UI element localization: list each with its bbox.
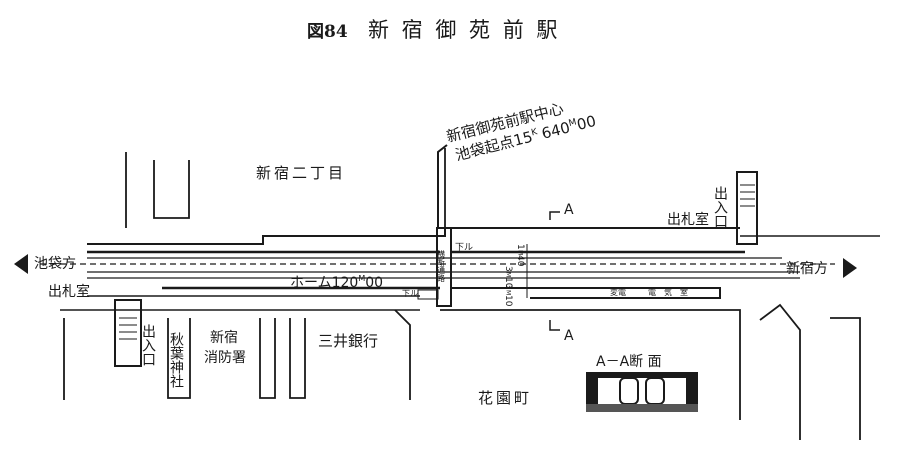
south-district-label: 花園町 bbox=[478, 389, 532, 407]
east-arrow-icon bbox=[843, 258, 857, 278]
road-and-tracks bbox=[40, 227, 880, 311]
east-direction: 新宿方 bbox=[786, 258, 857, 278]
bank-label: 三井銀行 bbox=[318, 332, 378, 350]
north-district-label: 新宿二丁目 bbox=[256, 164, 346, 182]
platform-label: ホーム120M00 bbox=[290, 274, 383, 291]
figure-number: 図84 bbox=[307, 22, 348, 42]
stair-down-north: 下ル bbox=[455, 243, 473, 253]
street-outlines-south bbox=[63, 303, 861, 440]
west-arrow-icon bbox=[14, 254, 28, 274]
fire-station-line1: 新宿 bbox=[210, 329, 238, 346]
west-entrance: 出入口 bbox=[114, 299, 156, 367]
east-entrance-label: 出入口 bbox=[712, 186, 728, 228]
west-direction: 池袋方 bbox=[14, 254, 76, 274]
stair-south bbox=[417, 289, 439, 300]
section-marker-south: A bbox=[549, 320, 574, 344]
section-title: A－A断 面 bbox=[596, 354, 662, 370]
svg-text:A: A bbox=[564, 202, 574, 218]
cross-passage-label: 横断通路 bbox=[437, 249, 446, 282]
west-ticket-office: 出札室 bbox=[48, 283, 90, 300]
street-outlines-north bbox=[125, 148, 446, 228]
west-direction-label: 池袋方 bbox=[34, 256, 76, 272]
east-direction-label: 新宿方 bbox=[786, 260, 828, 277]
east-ticket-office: 出札室 bbox=[667, 211, 709, 228]
fire-station-line2: 消防署 bbox=[204, 350, 246, 366]
station-center-note: 新宿御苑前駅中心 池袋起点15K640M00 bbox=[445, 99, 598, 164]
power-room-label: 電 気 室 bbox=[648, 287, 688, 297]
shrine-label: 秋葉神社 bbox=[168, 332, 184, 388]
svg-text:A: A bbox=[564, 328, 574, 344]
power-room-prefix: 変電 bbox=[610, 287, 626, 297]
center-leader-line bbox=[437, 144, 448, 228]
stair-down-south: 下ル bbox=[402, 289, 418, 298]
section-marker-north: A bbox=[549, 202, 574, 220]
west-entrance-label: 出入口 bbox=[140, 324, 156, 366]
figure-title: 新 宿 御 苑 前 駅 bbox=[368, 18, 560, 42]
east-entrance: 出入口 bbox=[712, 171, 758, 245]
section-drawing bbox=[586, 372, 698, 412]
cross-passage bbox=[436, 227, 452, 307]
